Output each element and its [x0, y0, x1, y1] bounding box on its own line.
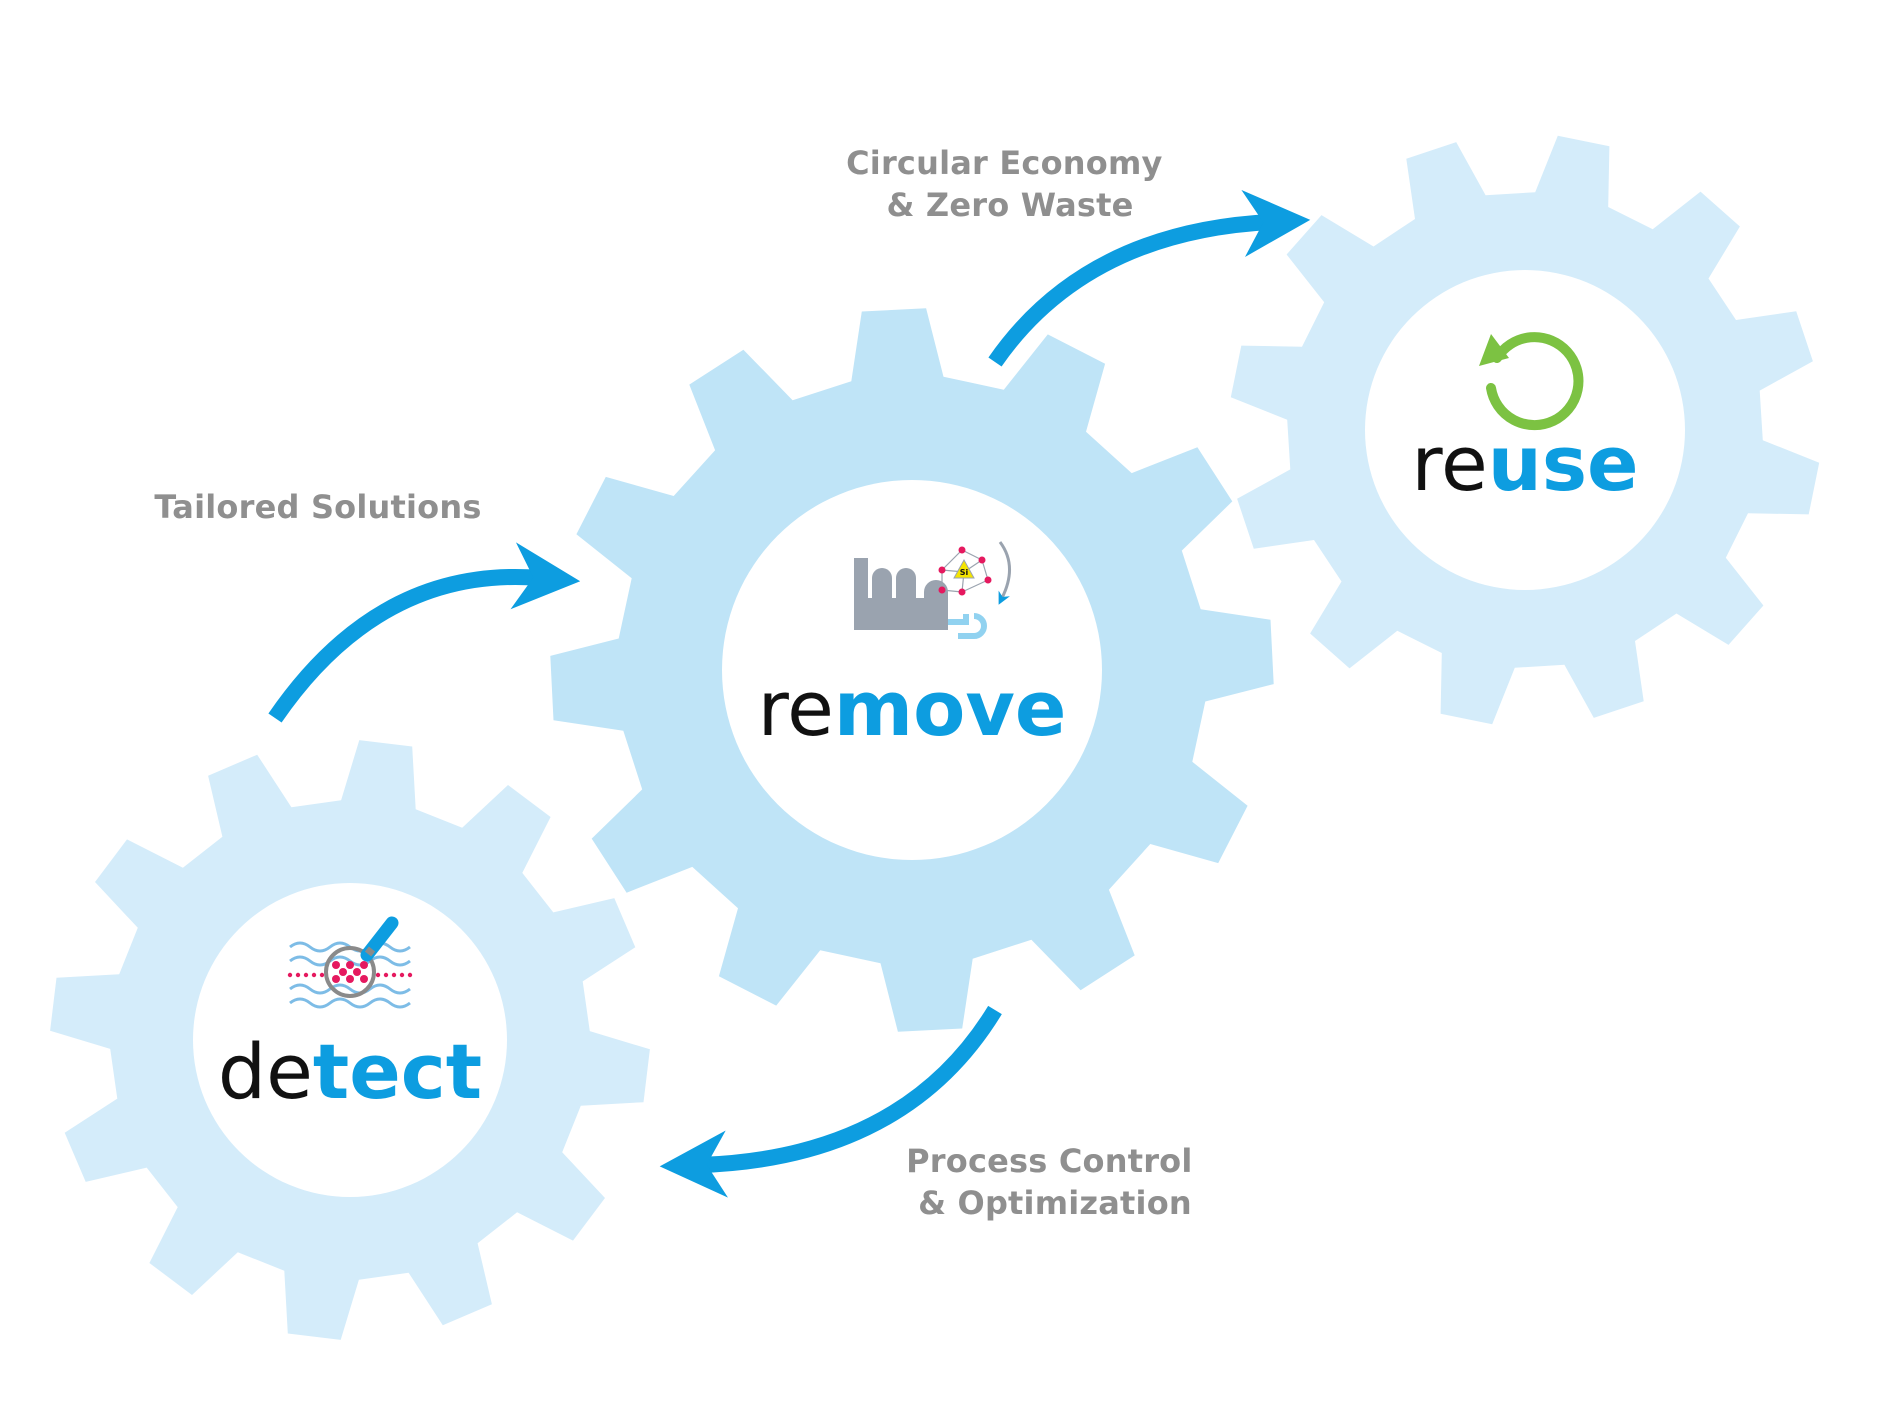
flow-label-process-line2: & Optimization: [918, 1184, 1192, 1222]
silicon-label: Si: [960, 568, 969, 577]
remove-word-prefix: re: [758, 664, 834, 753]
detect-word-prefix: de: [218, 1027, 313, 1116]
arrow-tailored: [268, 542, 581, 723]
flow-label-tailored-line1: Tailored Solutions: [154, 488, 481, 526]
remove-gear: Si remove: [550, 308, 1274, 1032]
water-magnifier-icon: [287, 916, 413, 1009]
remove-word-suffix: move: [834, 664, 1067, 753]
detect-gear: detect: [50, 740, 650, 1340]
arrow-process: [659, 1005, 1002, 1198]
svg-text:Circular Economy & Zero Wa: Circular Economy & Zero Waste: [846, 144, 1174, 224]
svg-text:Tailored Solutions: Tailored Solutions: [154, 488, 481, 526]
flow-label-circular-line1: Circular Economy: [846, 144, 1162, 182]
svg-text:detect: detect: [218, 1027, 482, 1116]
reuse-word-prefix: re: [1411, 419, 1487, 508]
remove-gear-center: [722, 480, 1102, 860]
svg-text:reuse: reuse: [1411, 419, 1638, 508]
reuse-word-suffix: use: [1488, 419, 1639, 508]
detect-gear-center: [193, 883, 507, 1197]
svg-text:Process Control & Optimiza: Process Control & Optimization: [906, 1142, 1204, 1222]
recycle-icon: [1479, 332, 1584, 431]
detect-word-suffix: tect: [313, 1027, 482, 1116]
reuse-gear-center: [1365, 270, 1685, 590]
svg-text:remove: remove: [758, 664, 1067, 753]
reuse-gear: reuse: [1230, 135, 1820, 725]
arrow-circular: [988, 189, 1311, 367]
flow-label-process-line1: Process Control: [906, 1142, 1192, 1180]
flow-label-circular-line2: & Zero Waste: [886, 186, 1133, 224]
factory-molecule-icon: Si: [854, 541, 1011, 639]
